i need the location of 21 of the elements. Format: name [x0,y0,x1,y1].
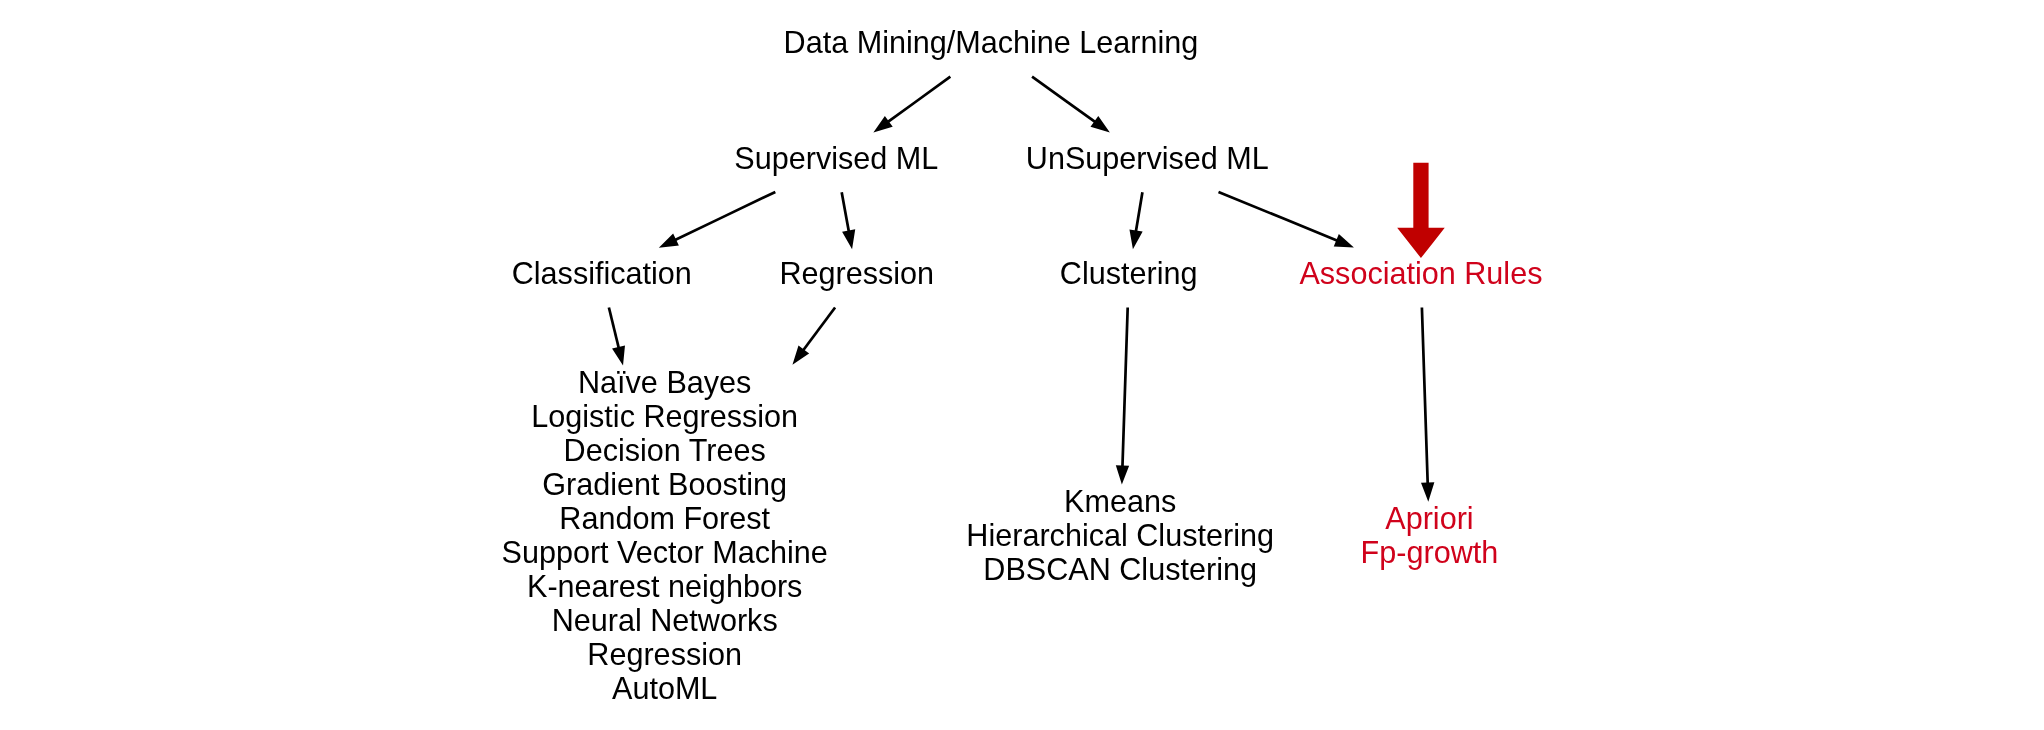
node-text: UnSupervised ML [1025,140,1269,175]
node-text: Regression [779,256,935,291]
node-text: Kmeans Hierarchical Clustering DBSCAN Clustering [966,483,1274,586]
node-text: Classification [511,256,692,291]
node-text: Association Rules [1299,256,1543,291]
arrow [840,192,856,250]
node-text: Apriori Fp-growth [1360,500,1499,569]
arrow [1115,307,1130,485]
node-text: Data Mining/Machine Learning [783,24,1199,59]
arrow [1397,162,1445,258]
arrow [607,307,625,366]
arrow [1129,192,1144,250]
arrow [1420,307,1435,502]
arrow [658,190,776,248]
node-text: Clustering [1059,256,1198,291]
arrow [1031,75,1110,133]
node-text: Supervised ML [734,140,939,175]
arrow [792,306,837,365]
node-text: Naïve Bayes Logistic Regression Decision Trees Gradient Boosting Random Forest Support Vector Machine K-nearest neighbors Neural Networks Regression AutoML [501,364,828,705]
arrow [873,75,952,133]
arrow [1218,190,1354,248]
